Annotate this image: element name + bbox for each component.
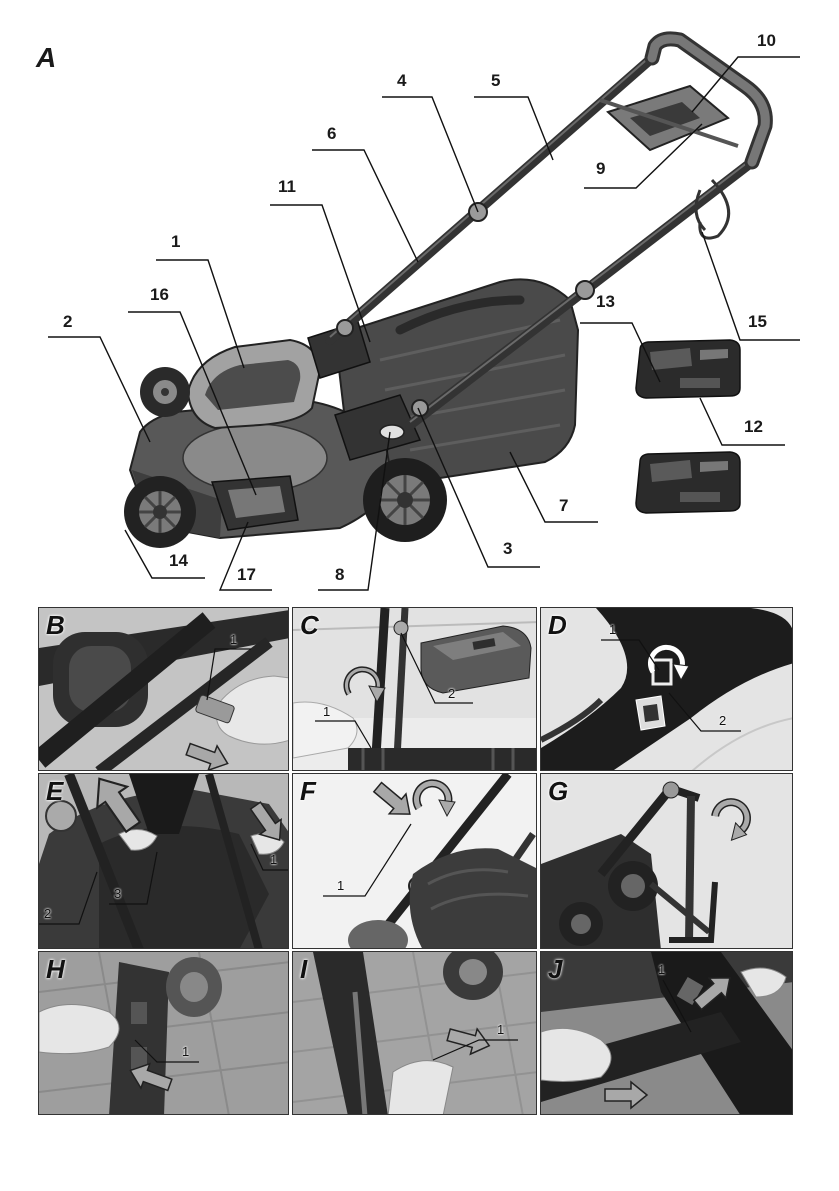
leader-line-6 [312, 150, 418, 262]
callout-7: 7 [559, 497, 568, 514]
handle-knob-lower-left [337, 320, 353, 336]
leader-line-4 [382, 97, 478, 212]
panel-e-photo [39, 774, 289, 949]
panel-c-photo [293, 608, 537, 771]
callout-4: 4 [397, 72, 406, 89]
panel-c-callout-1: 1 [323, 705, 330, 718]
callout-16: 16 [150, 286, 169, 303]
panel-f-letter: F [300, 778, 316, 804]
panel-d-callout-2: 2 [719, 714, 726, 727]
front-wheel [124, 476, 196, 548]
battery-pack-1 [636, 340, 740, 398]
panel-j-callout-1: 1 [658, 963, 665, 976]
panel-i-letter: I [300, 956, 307, 982]
panel-g-letter: G [548, 778, 568, 804]
panel-g-photo [541, 774, 793, 949]
panel-b-photo [39, 608, 289, 771]
panel-c-callout-2: 2 [448, 687, 455, 700]
callout-14: 14 [169, 552, 188, 569]
figure-a-letter: A [36, 44, 56, 72]
callout-13: 13 [596, 293, 615, 310]
panel-h: H 1 [38, 951, 289, 1115]
panel-b-letter: B [46, 612, 65, 638]
panel-e-callout-2: 2 [44, 907, 51, 920]
panel-j-photo [541, 952, 793, 1115]
callout-10: 10 [757, 32, 776, 49]
wheels [348, 748, 537, 771]
panel-b: B 1 [38, 607, 289, 771]
panel-h-callout-1: 1 [182, 1045, 189, 1058]
leader-line-2 [48, 337, 150, 442]
wheel [559, 902, 603, 946]
panel-j-letter: J [548, 956, 562, 982]
battery-pack-2 [636, 452, 740, 513]
panel-g: G [540, 773, 793, 949]
panel-f-callout-1: 1 [337, 879, 344, 892]
callout-3: 3 [503, 540, 512, 557]
panel-e: E 1 2 3 [38, 773, 289, 949]
panel-d: D 1 2 [540, 607, 793, 771]
callout-2: 2 [63, 313, 72, 330]
callout-15: 15 [748, 313, 767, 330]
figure-a-illustration [0, 0, 839, 600]
callout-17: 17 [237, 566, 256, 583]
panel-d-callout-1: 1 [609, 623, 616, 636]
panel-c-letter: C [300, 612, 319, 638]
rear-big-wheel [363, 458, 447, 542]
panel-d-letter: D [548, 612, 567, 638]
panel-b-callout-1: 1 [230, 633, 237, 646]
leader-line-12 [700, 398, 785, 445]
hand [388, 1061, 453, 1115]
handle-frame [109, 962, 169, 1115]
callout-6: 6 [327, 125, 336, 142]
callout-11: 11 [278, 178, 296, 195]
callout-9: 9 [596, 160, 605, 177]
panel-c: C 1 2 [292, 607, 537, 771]
callout-12: 12 [744, 418, 763, 435]
panel-i: I 1 [292, 951, 537, 1115]
hand [39, 1005, 119, 1054]
panel-e-letter: E [46, 778, 63, 804]
rear-small-wheel [140, 367, 190, 417]
callout-5: 5 [491, 72, 500, 89]
panel-h-photo [39, 952, 289, 1115]
callout-1: 1 [171, 233, 180, 250]
front-carry-handle [212, 476, 298, 530]
handle-knob-upper-right [576, 281, 594, 299]
panel-e-callout-3: 3 [114, 887, 121, 900]
panel-f: F 1 [292, 773, 537, 949]
panel-f-photo [293, 774, 537, 949]
panel-i-callout-1: 1 [497, 1023, 504, 1036]
panel-d-photo [541, 608, 793, 771]
callout-8: 8 [335, 566, 344, 583]
height-adjust-lever [380, 425, 404, 439]
panel-h-letter: H [46, 956, 65, 982]
panel-j: J 1 [540, 951, 793, 1115]
panel-e-callout-1: 1 [270, 853, 277, 866]
